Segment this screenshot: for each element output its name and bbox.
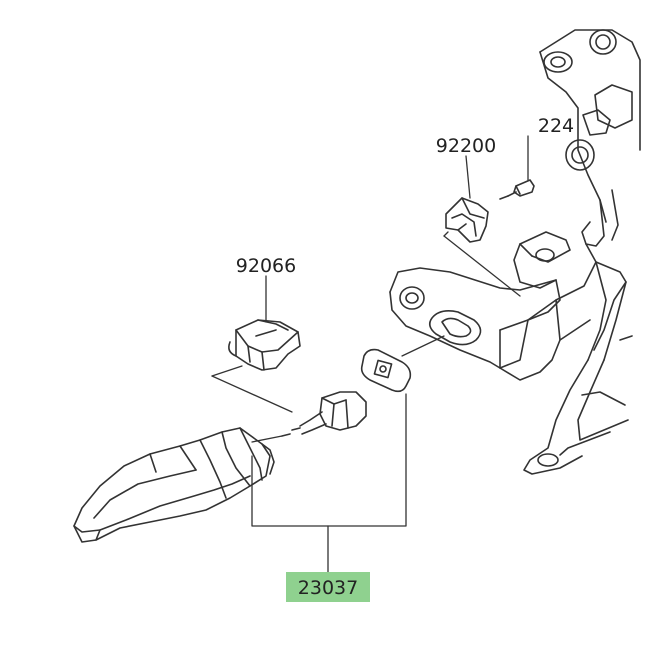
bolt-icon (499, 179, 535, 200)
part-number-92066: 92066 (236, 255, 296, 277)
highlight-box (286, 572, 370, 602)
wire-clamp-icon (228, 319, 301, 371)
leader-lines (211, 135, 529, 573)
part-label-clip: 92200 (436, 135, 496, 157)
connector-icon (281, 391, 367, 437)
gasket-icon (360, 348, 412, 393)
turn-signal-lamp-icon (73, 427, 275, 543)
part-label-clamp: 92066 (236, 255, 296, 277)
clip-icon (445, 197, 489, 243)
part-number-92200: 92200 (436, 135, 496, 157)
part-label-bolt: 224 (538, 115, 574, 137)
bracket-frame-icon (389, 29, 641, 475)
part-label-assembly[interactable]: 23037 (286, 572, 370, 602)
part-number-224: 224 (538, 115, 574, 137)
part-number-23037[interactable]: 23037 (298, 577, 358, 599)
